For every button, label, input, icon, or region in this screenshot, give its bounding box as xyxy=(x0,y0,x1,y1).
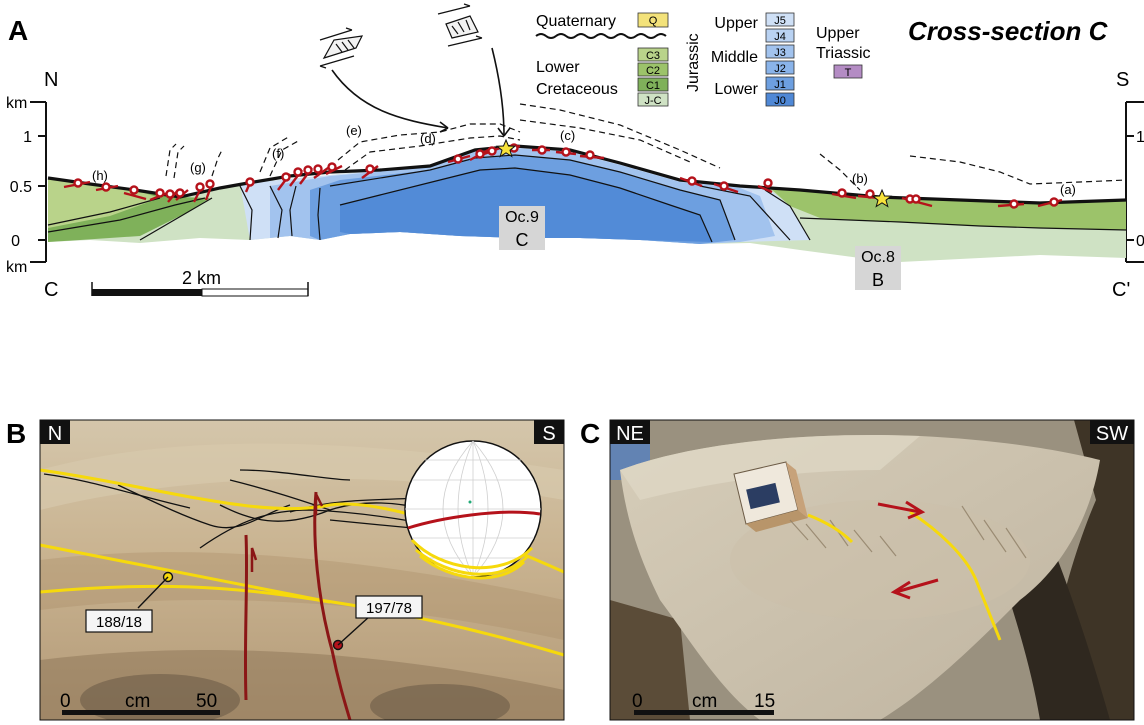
scalebar-a-label: 2 km xyxy=(182,268,221,288)
site-star-oc8 xyxy=(871,188,893,208)
scale-bar-b: 0 cm 50 xyxy=(60,691,220,715)
panel-b-letter: B xyxy=(6,418,26,449)
legend-code-j3: J3 xyxy=(774,47,786,59)
legend-code-j4: J4 xyxy=(774,31,786,43)
legend-swatch-q xyxy=(637,12,669,28)
outcrop-label-c: (c) xyxy=(560,128,575,143)
scale-bar-a: 2 km xyxy=(91,268,309,297)
panel-b-corner-n: N xyxy=(48,423,62,445)
panel-a-title: Cross-section C xyxy=(908,16,1109,46)
scale-bar-c: 0 cm 15 xyxy=(632,691,775,715)
panel-b-corner-s: S xyxy=(542,423,555,445)
legend-code-c1: C1 xyxy=(646,80,660,92)
panel-b: B xyxy=(6,418,565,721)
section-end-label: C' xyxy=(1112,279,1130,301)
outcrop-label-f: (f) xyxy=(272,146,284,161)
axis-unit-top: km xyxy=(6,95,27,112)
right-tick-1: 1 xyxy=(1136,129,1144,146)
legend-quaternary-label: Quaternary xyxy=(536,13,616,30)
outcrop-markers xyxy=(63,143,1063,209)
site-box-oc9: Oc.9 C xyxy=(499,206,545,250)
scale-b-start: 0 xyxy=(60,691,71,712)
legend-jurassic-lower: Lower xyxy=(714,81,758,98)
legend-code-jc: J-C xyxy=(644,95,661,107)
legend-code-t: T xyxy=(845,67,852,79)
legend-jurassic-label: Jurassic xyxy=(685,33,702,92)
outcrop-label-g: (g) xyxy=(190,160,206,175)
legend-cretaceous-line2: Cretaceous xyxy=(536,81,618,98)
measurement-label-197: 197/78 xyxy=(366,600,412,617)
axis-unit-bottom: km xyxy=(6,259,27,276)
measurement-label-188: 188/18 xyxy=(96,614,142,631)
site-oc8-name: Oc.8 xyxy=(861,249,895,266)
stereonet xyxy=(404,440,542,580)
outcrop-label-h: (h) xyxy=(92,168,108,183)
site-oc8-letter: B xyxy=(872,270,884,290)
panel-c-corner-ne: NE xyxy=(616,423,644,445)
legend-cretaceous-units: C3 C2 C1 J-C xyxy=(637,47,669,107)
legend: Quaternary Q Lower Cretaceous C3 C2 C1 J… xyxy=(535,12,871,107)
site-oc9-letter: C xyxy=(516,230,529,250)
site-star-oc9 xyxy=(495,138,517,158)
legend-jurassic-units: J5 J4 J3 J2 J1 J0 xyxy=(765,12,795,107)
panel-b-photo: 188/18 197/78 xyxy=(39,420,565,720)
legend-code-j0: J0 xyxy=(774,95,786,107)
scale-c-start: 0 xyxy=(632,691,643,712)
panel-c-photo xyxy=(610,420,1134,720)
left-axis: N km 1 0.5 0 km C xyxy=(6,69,58,301)
scale-c-unit: cm xyxy=(692,691,717,712)
panel-c-letter: C xyxy=(580,418,600,449)
right-axis: S 1 0 C' xyxy=(1112,69,1144,301)
outcrop-label-a: (a) xyxy=(1060,182,1076,197)
left-compass-label: N xyxy=(44,69,58,91)
right-compass-label: S xyxy=(1116,69,1129,91)
legend-jurassic-upper: Upper xyxy=(714,15,758,32)
panel-c: C xyxy=(580,418,1135,721)
tick-label-0-5: 0.5 xyxy=(10,179,32,196)
legend-swatch-t xyxy=(833,64,863,79)
outcrop-label-e: (e) xyxy=(346,123,362,138)
scale-b-unit: cm xyxy=(125,691,150,712)
section-start-label: C xyxy=(44,279,58,301)
panel-a: A Cross-section C N km 1 0.5 0 km C S xyxy=(6,3,1144,301)
legend-code-c3: C3 xyxy=(646,50,660,62)
scale-b-end: 50 xyxy=(196,691,217,712)
panel-c-corner-sw: SW xyxy=(1096,423,1128,445)
site-box-oc8: Oc.8 B xyxy=(855,246,901,290)
shear-sketch-left xyxy=(319,27,449,133)
legend-code-j2: J2 xyxy=(774,63,786,75)
outcrop-label-b: (b) xyxy=(852,171,868,186)
scale-c-end: 15 xyxy=(754,691,775,712)
legend-triassic-line1: Upper xyxy=(816,25,860,42)
tick-label-1: 1 xyxy=(23,129,32,146)
site-oc9-name: Oc.9 xyxy=(505,209,539,226)
outcrop-label-d: (d) xyxy=(420,131,436,146)
shear-sketch-right xyxy=(437,3,511,137)
legend-code-c2: C2 xyxy=(646,65,660,77)
right-tick-0: 0 xyxy=(1136,233,1144,250)
legend-code-q: Q xyxy=(649,15,658,27)
cross-section: (a) (b) (c) (d) (e) (f) (g) (h) Oc.9 C O… xyxy=(47,103,1127,290)
legend-triassic-line2: Triassic xyxy=(816,45,871,62)
panel-a-letter: A xyxy=(8,15,28,46)
legend-code-j1: J1 xyxy=(774,79,786,91)
tick-label-0: 0 xyxy=(11,233,20,250)
legend-cretaceous-line1: Lower xyxy=(536,59,580,76)
cigarette-box xyxy=(733,461,808,532)
legend-code-j5: J5 xyxy=(774,15,786,27)
legend-jurassic-middle: Middle xyxy=(711,49,758,66)
